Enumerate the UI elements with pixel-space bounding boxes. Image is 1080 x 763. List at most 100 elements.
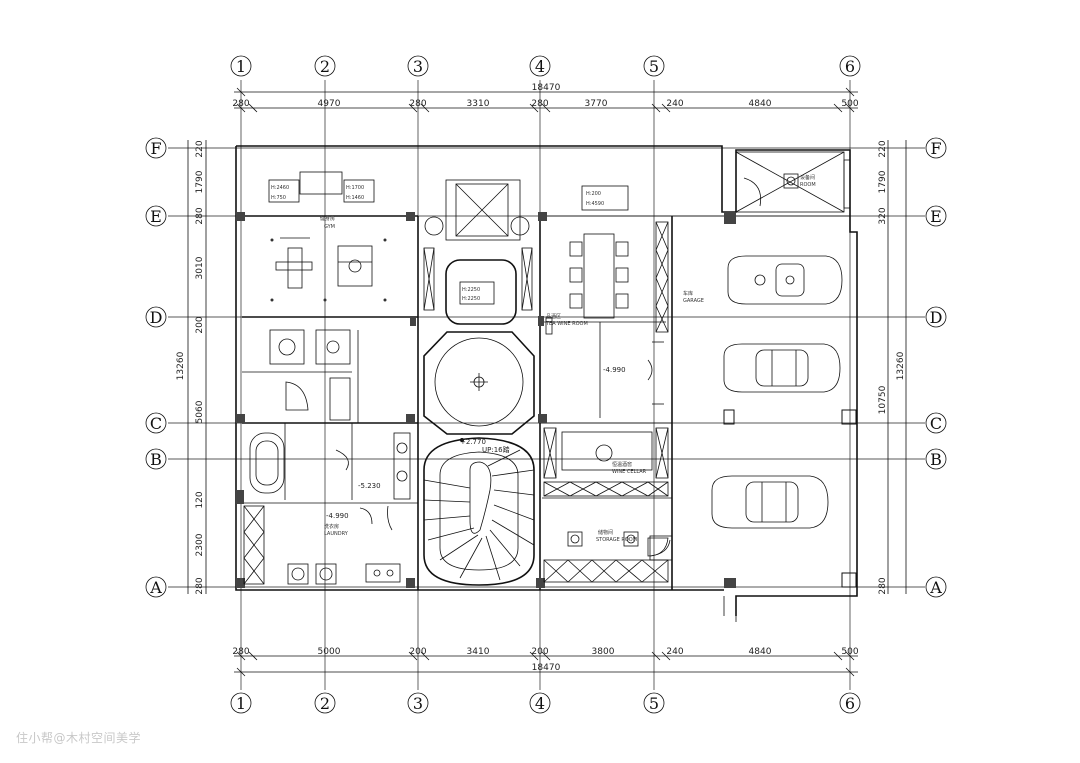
- gym-height-c: H:1700: [346, 185, 364, 191]
- grid-col-6-bottom: 6: [845, 694, 855, 713]
- basin-icon: [396, 470, 408, 482]
- dim-left-seg-9: 280: [195, 577, 205, 594]
- dim-top-seg-6: 3770: [585, 99, 608, 109]
- stair-level: +2.770: [460, 438, 486, 446]
- equip-label: 设备间: [800, 174, 815, 181]
- grid-col-5: 5: [649, 57, 659, 76]
- dim-left-seg-2: 1790: [195, 170, 205, 193]
- garage: 车库 GARAGE: [649, 255, 843, 622]
- grid-lines-vertical: [240, 80, 851, 690]
- car-icon: [723, 343, 841, 393]
- dimension-top: 18470 280 4970 280 3310 280 3770 240 484…: [232, 83, 859, 113]
- stair-up: UP:16踏: [482, 445, 510, 454]
- lounge-area: H:2250 H:2250: [423, 247, 533, 325]
- gym-height-a: H:2460: [271, 185, 289, 191]
- column-bubbles-top: 1 2 3 4 5 6: [230, 55, 861, 77]
- equipment-room: 设备间 ROOM: [735, 151, 851, 213]
- dim-bottom-seg-2: 5000: [318, 647, 341, 657]
- dim-top-seg-7: 240: [666, 99, 683, 109]
- grid-row-F-right: F: [930, 139, 941, 158]
- dim-right-inner: 10750: [878, 385, 888, 414]
- wine-bar-label: 品酒区: [546, 313, 561, 320]
- grid-col-2: 2: [320, 57, 330, 76]
- laundry-level: -4.990: [326, 512, 349, 520]
- dim-bottom-seg-7: 240: [666, 647, 683, 657]
- dim-left-total: 13260: [176, 351, 186, 380]
- dim-top-seg-1: 280: [232, 99, 249, 109]
- grid-col-4-bottom: 4: [535, 694, 545, 713]
- dim-top-seg-5: 280: [531, 99, 548, 109]
- garage-label-en: GARAGE: [683, 298, 704, 304]
- grid-lines-horizontal: [168, 147, 925, 588]
- wine-cellar: 恒温酒窖 WINE CELLAR: [543, 427, 669, 497]
- grid-row-C-right: C: [930, 414, 942, 433]
- grid-row-D-right: D: [930, 308, 943, 327]
- grid-row-B-right: B: [930, 450, 942, 469]
- washer-icon: [291, 567, 305, 581]
- dim-bottom-seg-8: 4840: [749, 647, 772, 657]
- laundry-label: 洗衣房: [324, 523, 339, 530]
- plant-icon: [424, 216, 444, 236]
- bath-level: -5.230: [358, 482, 381, 490]
- wine-tasting-area: 品酒区 TEA WINE ROOM -4.990: [545, 221, 669, 405]
- storage-room: 储物间 STORAGE ROOM: [543, 529, 669, 583]
- grid-row-F: F: [150, 139, 161, 158]
- dim-left-seg-6: 5060: [195, 400, 205, 423]
- grid-row-A-right: A: [929, 578, 942, 597]
- weight-machine-icon: [337, 245, 373, 287]
- dim-bottom-seg-1: 280: [232, 647, 249, 657]
- octagonal-hall: [423, 331, 535, 435]
- gym-height-b: H:750: [271, 195, 286, 201]
- dim-top-seg-2: 4970: [318, 99, 341, 109]
- wine-bar-label-en: TEA WINE ROOM: [545, 321, 588, 327]
- chandelier-icon: [473, 376, 485, 388]
- dim-right-bottom: 280: [878, 577, 888, 594]
- spiral-staircase: +2.770 UP:16踏: [423, 437, 535, 586]
- dim-bottom-seg-3: 200: [409, 647, 426, 657]
- grid-row-B: B: [150, 450, 162, 469]
- dim-top-seg-3: 280: [409, 99, 426, 109]
- dim-right-seg-3: 320: [878, 207, 888, 224]
- dim-bottom-seg-4: 3410: [467, 647, 490, 657]
- dim-left-seg-8: 2300: [195, 533, 205, 556]
- dim-left-seg-5: 200: [195, 316, 205, 333]
- plant-icon: [510, 216, 530, 236]
- car-icon: [711, 475, 829, 529]
- dim-left-seg-7: 120: [195, 491, 205, 508]
- gym-label: 健身房: [320, 215, 335, 222]
- stair-height-a: H:2250: [462, 287, 480, 293]
- dim-right-total: 13260: [896, 351, 906, 380]
- dim-bottom-total: 18470: [532, 663, 561, 673]
- equip-label-en: ROOM: [800, 182, 816, 188]
- grid-row-E-right: E: [930, 207, 942, 226]
- dim-left-seg-1: 220: [195, 140, 205, 157]
- column-bubbles-bottom: 1 2 3 4 5 6: [230, 692, 861, 714]
- dim-bottom-seg-6: 3800: [592, 647, 615, 657]
- grid-row-D: D: [150, 308, 163, 327]
- laundry-label-en: LAUNDRY: [324, 531, 349, 537]
- bathtub-icon: [249, 432, 285, 494]
- grid-col-5-bottom: 5: [649, 694, 659, 713]
- grid-col-3-bottom: 3: [413, 694, 423, 713]
- lift-height-b: H:4590: [586, 201, 604, 207]
- bench-icon: [287, 247, 303, 289]
- storage-label: 储物间: [598, 529, 613, 536]
- elevator-shaft: H:200 H:4590: [424, 179, 629, 241]
- dim-top-seg-4: 3310: [467, 99, 490, 109]
- wine-barrel-icon: [595, 444, 613, 462]
- toilet-icon: [326, 340, 340, 354]
- grid-row-E: E: [150, 207, 162, 226]
- cellar-label-en: WINE CELLAR: [612, 469, 647, 475]
- dim-right-seg-1: 220: [878, 140, 888, 157]
- row-bubbles-right: F E D C B A: [925, 137, 947, 598]
- car-icon: [727, 255, 843, 305]
- gym-label-en: GYM: [324, 224, 335, 230]
- row-bubbles-left: F E D C B A: [145, 137, 167, 598]
- dimension-left: 13260 220 1790 280 3010 200 5060 120 230…: [176, 140, 207, 595]
- dryer-icon: [319, 567, 333, 581]
- dim-left-seg-3: 280: [195, 207, 205, 224]
- grid-col-1: 1: [236, 57, 246, 76]
- grid-row-A: A: [149, 578, 162, 597]
- garage-label: 车库: [683, 290, 693, 297]
